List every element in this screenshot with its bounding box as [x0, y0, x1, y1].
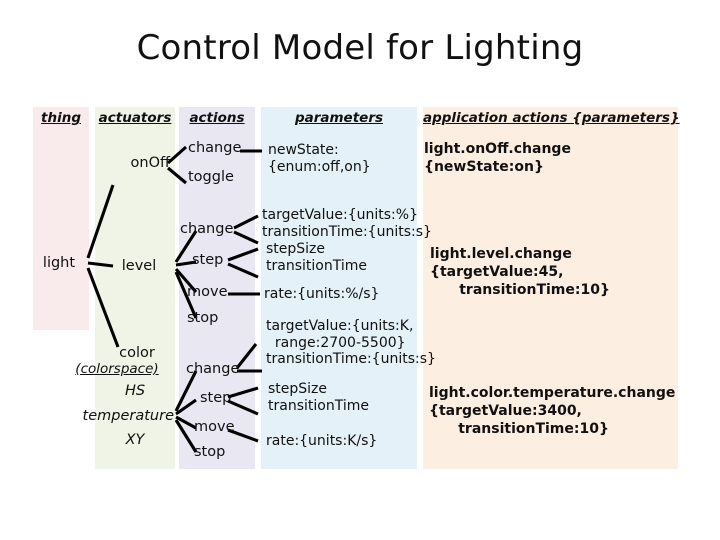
params-onoff-change: newState: {enum:off,on} [268, 142, 371, 175]
app-action-onoff-params: {newState:on} [424, 159, 544, 175]
app-action-color-params: {targetValue:3400, transitionTime:10} [429, 403, 609, 437]
node-action-level-change: change [180, 221, 234, 237]
node-action-level-stop: stop [187, 310, 219, 326]
node-action-level-move: move [187, 284, 228, 300]
column-header-thing: thing [41, 110, 81, 126]
app-action-level-name: light.level.change [430, 246, 572, 262]
node-actuator-temperature: temperature [82, 408, 174, 424]
node-actuator-hs: HS [124, 383, 146, 399]
app-action-level-params: {targetValue:45, transitionTime:10} [430, 264, 610, 298]
node-actuator-level: level [121, 258, 157, 274]
node-thing-light: light [42, 255, 76, 271]
node-action-color-step: step [200, 390, 232, 406]
node-action-color-move: move [194, 419, 235, 435]
params-color-change: targetValue:{units:K, range:2700-5500} t… [266, 318, 436, 368]
params-level-change: targetValue:{units:%} transitionTime:{un… [262, 207, 432, 240]
params-level-step: stepSize transitionTime [266, 241, 367, 274]
column-header-parameters: parameters [294, 110, 384, 126]
node-action-onoff-change: change [188, 140, 242, 156]
node-action-color-change: change [186, 361, 240, 377]
node-action-onoff-toggle: toggle [188, 169, 234, 185]
column-band-application [423, 107, 678, 469]
params-color-move: rate:{units:K/s} [266, 433, 378, 449]
column-band-thing [33, 107, 89, 330]
node-actuator-xy: XY [125, 432, 145, 448]
params-color-step: stepSize transitionTime [268, 381, 369, 414]
node-actuator-onoff: onOff [130, 155, 170, 171]
app-action-onoff-name: light.onOff.change [424, 141, 571, 157]
node-action-color-stop: stop [194, 444, 226, 460]
params-level-move: rate:{units:%/s} [264, 286, 380, 302]
node-action-level-step: step [192, 252, 224, 268]
column-header-application: application actions {parameters} [423, 110, 680, 126]
app-action-color-name: light.color.temperature.change [429, 385, 676, 401]
column-band-parameters [261, 107, 417, 469]
slide-title: Control Model for Lighting [136, 28, 584, 68]
node-actuator-color: color [119, 345, 155, 361]
column-header-actions: actions [189, 110, 245, 126]
node-actuator-color-colorspace: (colorspace) [75, 361, 159, 377]
column-header-actuators: actuators [98, 110, 172, 126]
